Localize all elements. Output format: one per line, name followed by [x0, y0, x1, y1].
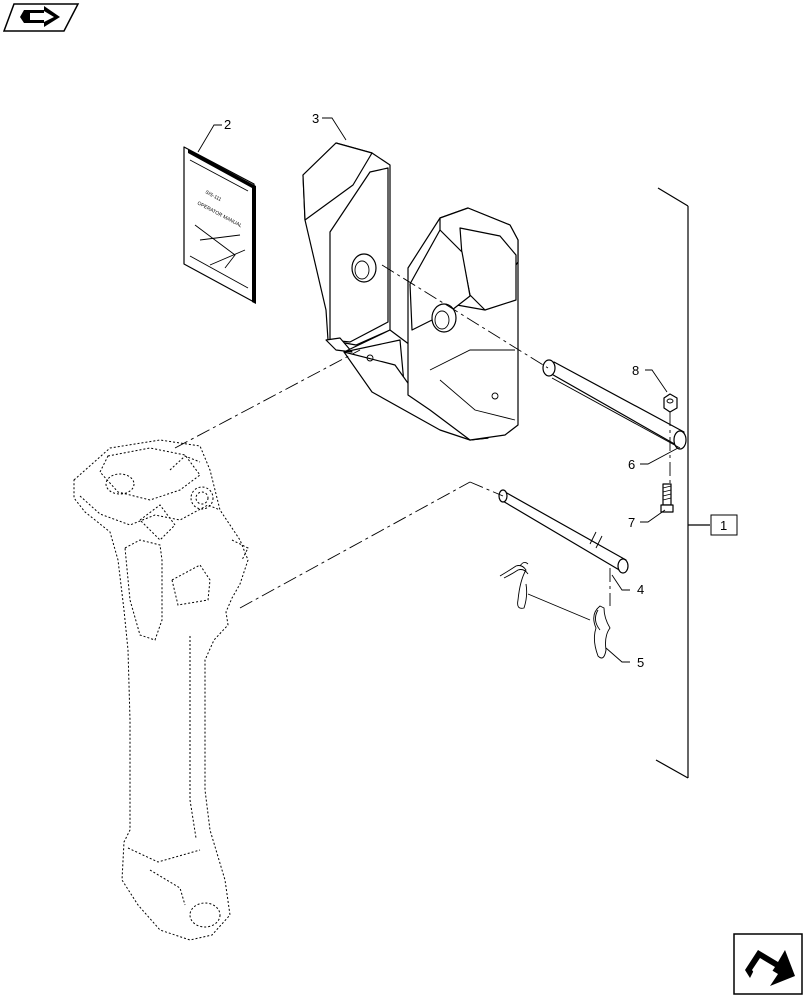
leader-lines [197, 117, 679, 663]
bracket-clevis [302, 142, 519, 441]
callout-1-box [710, 514, 738, 536]
callout-1: 1 [720, 518, 727, 533]
next-page-arrow-icon[interactable] [733, 933, 803, 995]
callout-6: 6 [628, 457, 635, 472]
bolt [660, 483, 674, 513]
manual-booklet: SIS-111 OPERATOR MANUAL [183, 146, 256, 304]
callout-4: 4 [637, 582, 644, 597]
callout-2: 2 [224, 117, 231, 132]
callout-5: 5 [637, 655, 644, 670]
callout-labels: 1 2 3 4 5 6 7 8 [224, 111, 738, 670]
callout-3: 3 [312, 111, 319, 126]
alignment-lines [174, 264, 671, 609]
callout-7: 7 [628, 515, 635, 530]
pin-long [542, 359, 687, 450]
loader-arm-reference [73, 439, 249, 941]
callout-8: 8 [632, 363, 639, 378]
group-bracket [655, 187, 710, 779]
lynch-pin-clip [499, 561, 611, 659]
pin-short [498, 489, 629, 574]
nut [663, 393, 678, 413]
previous-page-arrow-icon[interactable] [2, 3, 80, 32]
